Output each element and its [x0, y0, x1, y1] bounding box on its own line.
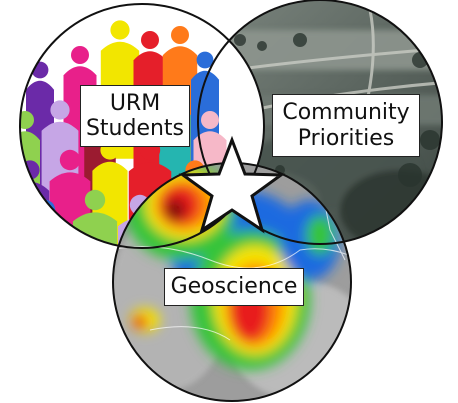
- urm-students-label-line-2: Students: [85, 116, 185, 141]
- urm-students-label-line-1: URM: [109, 90, 161, 116]
- community-priorities-label: Community Priorities: [272, 94, 420, 157]
- person-silhouette: [23, 199, 67, 248]
- urm-students-label: URM Students: [80, 85, 190, 147]
- geoscience-label: Geoscience: [164, 268, 304, 306]
- geoscience-label-line-1: Geoscience: [170, 274, 298, 300]
- star-icon: [178, 135, 286, 234]
- community-priorities-label-line-2: Priorities: [297, 125, 395, 151]
- community-priorities-label-line-1: Community: [282, 100, 410, 126]
